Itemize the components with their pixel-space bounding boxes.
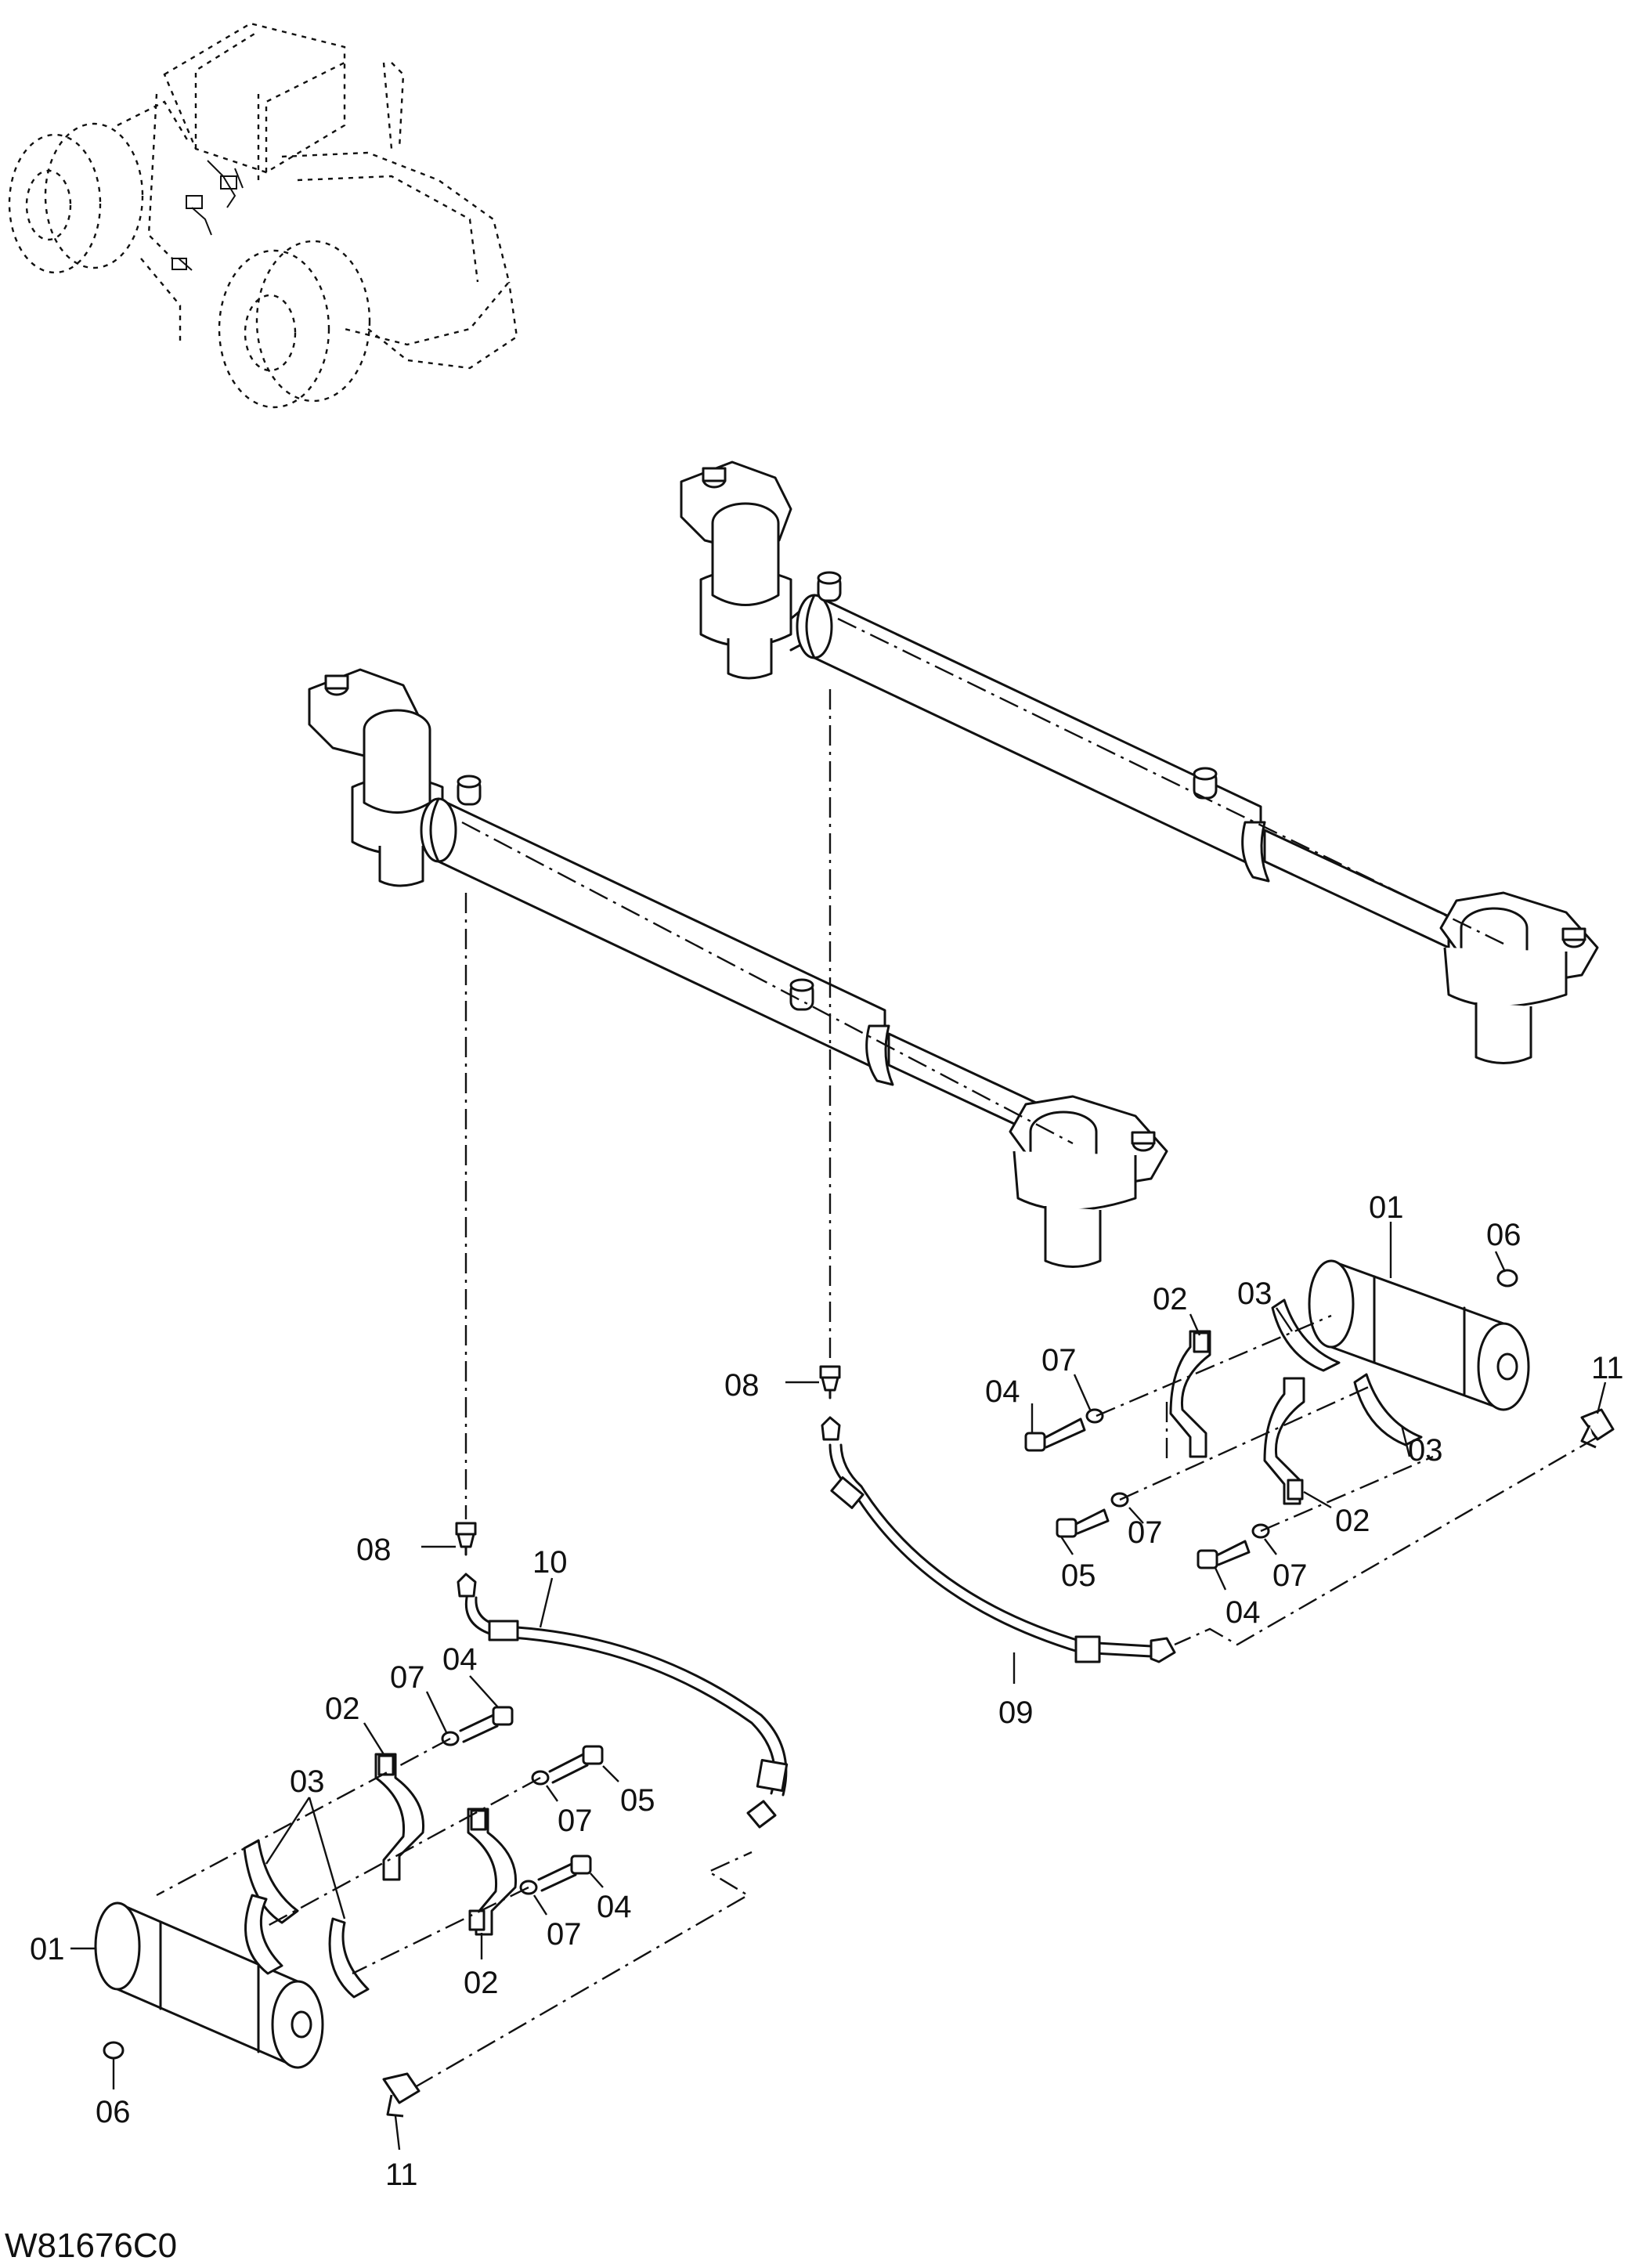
- callout-labels: 01 06 02 03 07 04 08 11 03 07 02 05 07 0…: [30, 1190, 1624, 2192]
- callout-04-right-bot: 04: [1225, 1595, 1261, 1630]
- callout-06-left: 06: [96, 2095, 131, 2129]
- bolt-04-right-bot: [1197, 1540, 1251, 1569]
- bolt-05-right: [1056, 1508, 1110, 1538]
- vehicle-overview: [8, 22, 518, 409]
- accumulator-assembly-left: [94, 1522, 789, 2118]
- callout-11-right: 11: [1591, 1351, 1624, 1385]
- callout-01-right: 01: [1369, 1190, 1404, 1225]
- callout-04-right-top: 04: [985, 1374, 1020, 1409]
- callout-02-right-bot: 02: [1335, 1504, 1370, 1538]
- callout-02-left-bot: 02: [464, 1966, 499, 2000]
- accumulator-assembly-right: [819, 1259, 1615, 1663]
- callout-10: 10: [532, 1545, 568, 1580]
- callout-08-right: 08: [724, 1368, 760, 1403]
- callout-04-left-top: 04: [442, 1642, 478, 1677]
- bolt-04-right-top: [1024, 1418, 1086, 1452]
- callout-05-left: 05: [620, 1783, 655, 1818]
- callout-09: 09: [998, 1696, 1034, 1730]
- diagram-code: W81676C0: [5, 2226, 177, 2265]
- steering-cylinder-upper: [680, 460, 1599, 1064]
- callout-07-left-mid: 07: [558, 1804, 593, 1838]
- steering-cylinder-lower: [308, 668, 1168, 1268]
- callout-07-right-mid: 07: [1128, 1515, 1163, 1550]
- callout-11-left: 11: [385, 2158, 418, 2192]
- callout-05-right: 05: [1061, 1558, 1096, 1593]
- callout-07-right-top: 07: [1041, 1343, 1077, 1378]
- callout-08-left: 08: [356, 1533, 392, 1567]
- callout-03-right-top: 03: [1237, 1277, 1272, 1311]
- callout-07-right-bot: 07: [1272, 1558, 1308, 1593]
- callout-07-left-top: 07: [390, 1660, 425, 1695]
- callout-02-right-top: 02: [1153, 1282, 1188, 1316]
- callout-04-left-bot: 04: [597, 1890, 632, 1924]
- bolt-05-left: [548, 1745, 604, 1784]
- bolt-04-left-bot: [537, 1854, 592, 1892]
- callout-02-left-top: 02: [325, 1692, 360, 1726]
- bolt-04-left-top: [459, 1706, 514, 1743]
- callout-03-right-bot: 03: [1408, 1433, 1443, 1468]
- callout-07-left-bot: 07: [547, 1917, 582, 1952]
- leader-lines: [70, 1222, 1607, 2151]
- callout-03-left: 03: [290, 1764, 325, 1799]
- centerlines: [464, 689, 832, 1519]
- callout-01-left: 01: [30, 1932, 65, 1966]
- callout-06-right: 06: [1486, 1218, 1521, 1252]
